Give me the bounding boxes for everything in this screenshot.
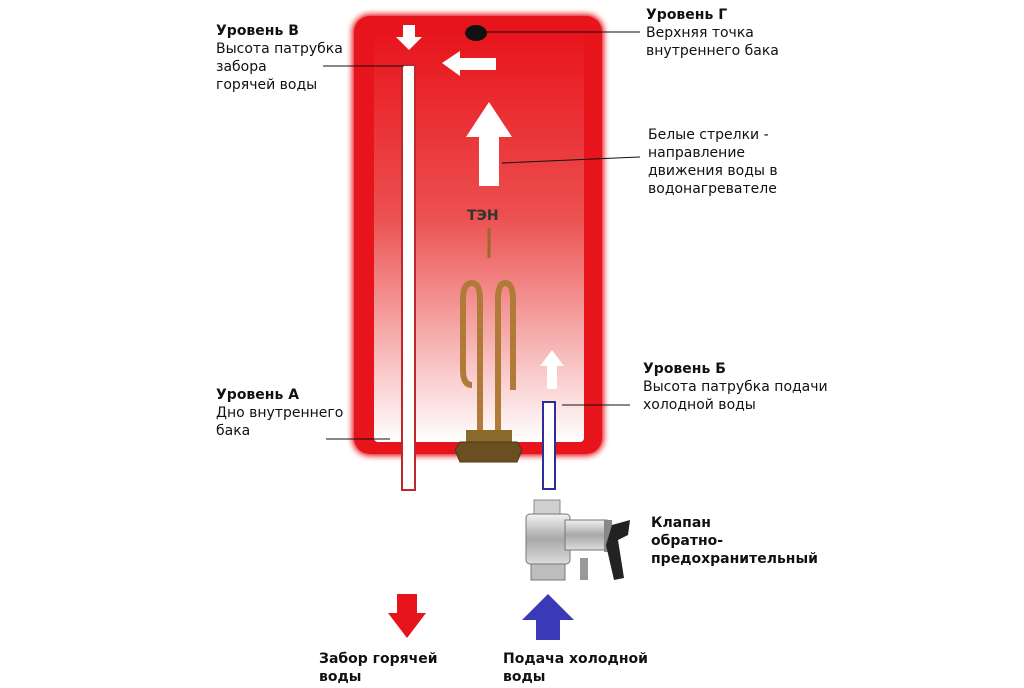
label-level-b-title: Уровень Б [643,361,726,377]
tank-inner [374,32,584,442]
hot-water-pipe [401,64,416,491]
label-level-a: Уровень А Дно внутреннего бака [216,386,343,440]
label-ten: ТЭН [467,208,499,224]
label-cold-in: Подача холодной воды [503,651,648,685]
label-level-g-title: Уровень Г [646,7,728,23]
label-level-b: Уровень Б Высота патрубка подачи холодно… [643,360,828,414]
label-arrows-note-text: Белые стрелки - направление движения вод… [648,127,778,197]
label-level-v: Уровень В Высота патрубка забора горячей… [216,22,343,94]
big-up-arrow [466,102,512,186]
label-level-g: Уровень Г Верхняя точка внутреннего бака [646,6,779,60]
heating-element [454,228,523,463]
small-up-arrow [540,350,564,389]
cold-water-pipe [542,401,556,490]
label-valve: Клапан обратно- предохранительный [651,515,818,567]
leader-arrows [501,156,641,164]
label-hot-out: Забор горячей воды [319,651,438,685]
label-arrows-note: Белые стрелки - направление движения вод… [648,126,778,198]
left-arrow [442,51,496,76]
top-point-dot [465,25,487,41]
label-level-a-text: Дно внутреннего бака [216,405,344,439]
label-level-v-text: Высота патрубка забора горячей воды [216,41,343,93]
label-level-g-text: Верхняя точка внутреннего бака [646,25,779,59]
label-level-b-text: Высота патрубка подачи холодной воды [643,379,828,413]
down-arrow-small [396,25,422,50]
safety-valve [525,499,630,581]
hot-water-out-arrow [388,594,426,638]
label-level-a-title: Уровень А [216,387,300,403]
label-level-v-title: Уровень В [216,23,299,39]
cold-water-in-arrow [522,594,574,640]
